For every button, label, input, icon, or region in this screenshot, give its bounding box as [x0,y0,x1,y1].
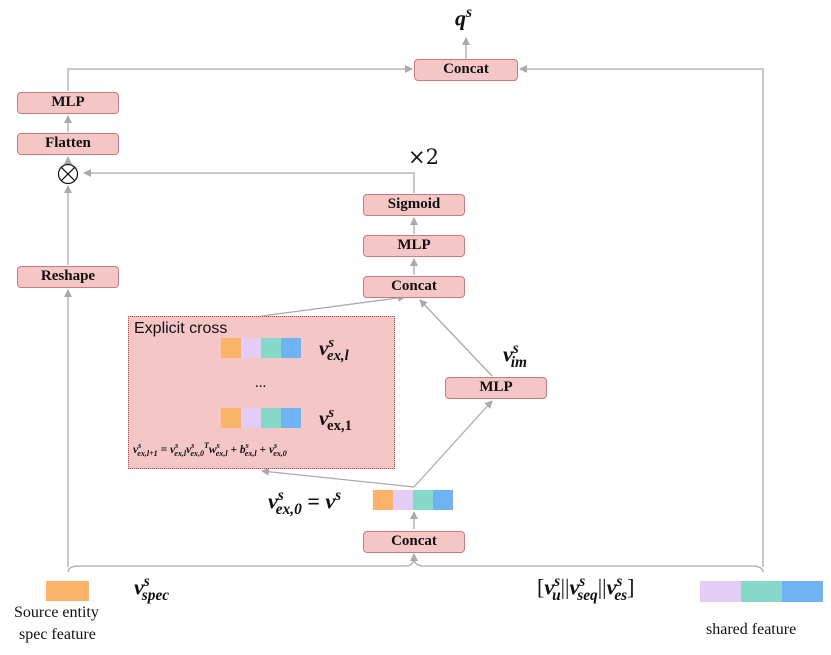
segment-teal [261,338,281,358]
v-ex-1-label: vsex,1 [319,405,352,435]
spec-feature-block [46,581,89,601]
segment-lavender [241,338,261,358]
cross-formula: vsex,l+1 = vsex,lvsex,0Twsex,l + bsex,l … [133,441,287,459]
concat-vector-label: [vsu||vsseq||vses] [537,573,635,604]
segment-blue [433,490,453,510]
segment-lavender [393,490,413,510]
segment-orange [221,338,241,358]
v-spec-label: vsspec [134,573,170,604]
repeat-label: ×2 [408,145,439,169]
mlp-mid-box: MLP [363,235,465,257]
arrow-shared-to-concat [519,65,764,567]
segment-orange [373,490,393,510]
arrow-cross-to-concat [261,293,406,317]
segment-lavender [700,581,741,602]
elementwise-product-icon [57,163,79,185]
output-label: qs [455,4,472,31]
source-entity-label-1: Source entity [14,604,99,621]
mlp-left-box: MLP [17,92,119,114]
arrow-vex0-to-cross [261,467,415,488]
concat-mid-box: Concat [363,276,465,298]
source-entity-label-2: spec feature [19,626,96,643]
shared-feature-label: shared feature [706,621,797,638]
concat-top-box: Concat [414,59,518,81]
explicit-cross-panel: Explicit cross vsex,l ... vsex,1 vsex,l+… [128,316,395,469]
segment-teal [261,408,281,428]
segment-blue [281,338,301,358]
arrow-mlp-im-to-concat [419,299,493,377]
arrow-sigmoid-to-product [83,169,415,193]
segment-teal [413,490,433,510]
segment-blue [281,408,301,428]
v-ex-0-label: vsex,0 = vs [268,487,342,518]
reshape-box: Reshape [17,266,119,288]
arrow-vex0-to-mlp-im [413,400,493,488]
mlp-implicit-box: MLP [445,377,547,399]
concat-bottom-box: Concat [363,531,465,553]
segment-orange [221,408,241,428]
sigmoid-box: Sigmoid [363,194,465,216]
explicit-cross-title: Explicit cross [134,320,228,337]
flatten-box: Flatten [17,133,119,155]
segment-blue [782,581,823,602]
ellipsis: ... [255,375,267,391]
v-ex-l-label: vsex,l [319,335,349,365]
arrow-mlp-to-concat [67,65,413,91]
input-brace [67,557,764,573]
segment-teal [741,581,782,602]
v-im-label: vsim [503,340,528,371]
segment-lavender [241,408,261,428]
